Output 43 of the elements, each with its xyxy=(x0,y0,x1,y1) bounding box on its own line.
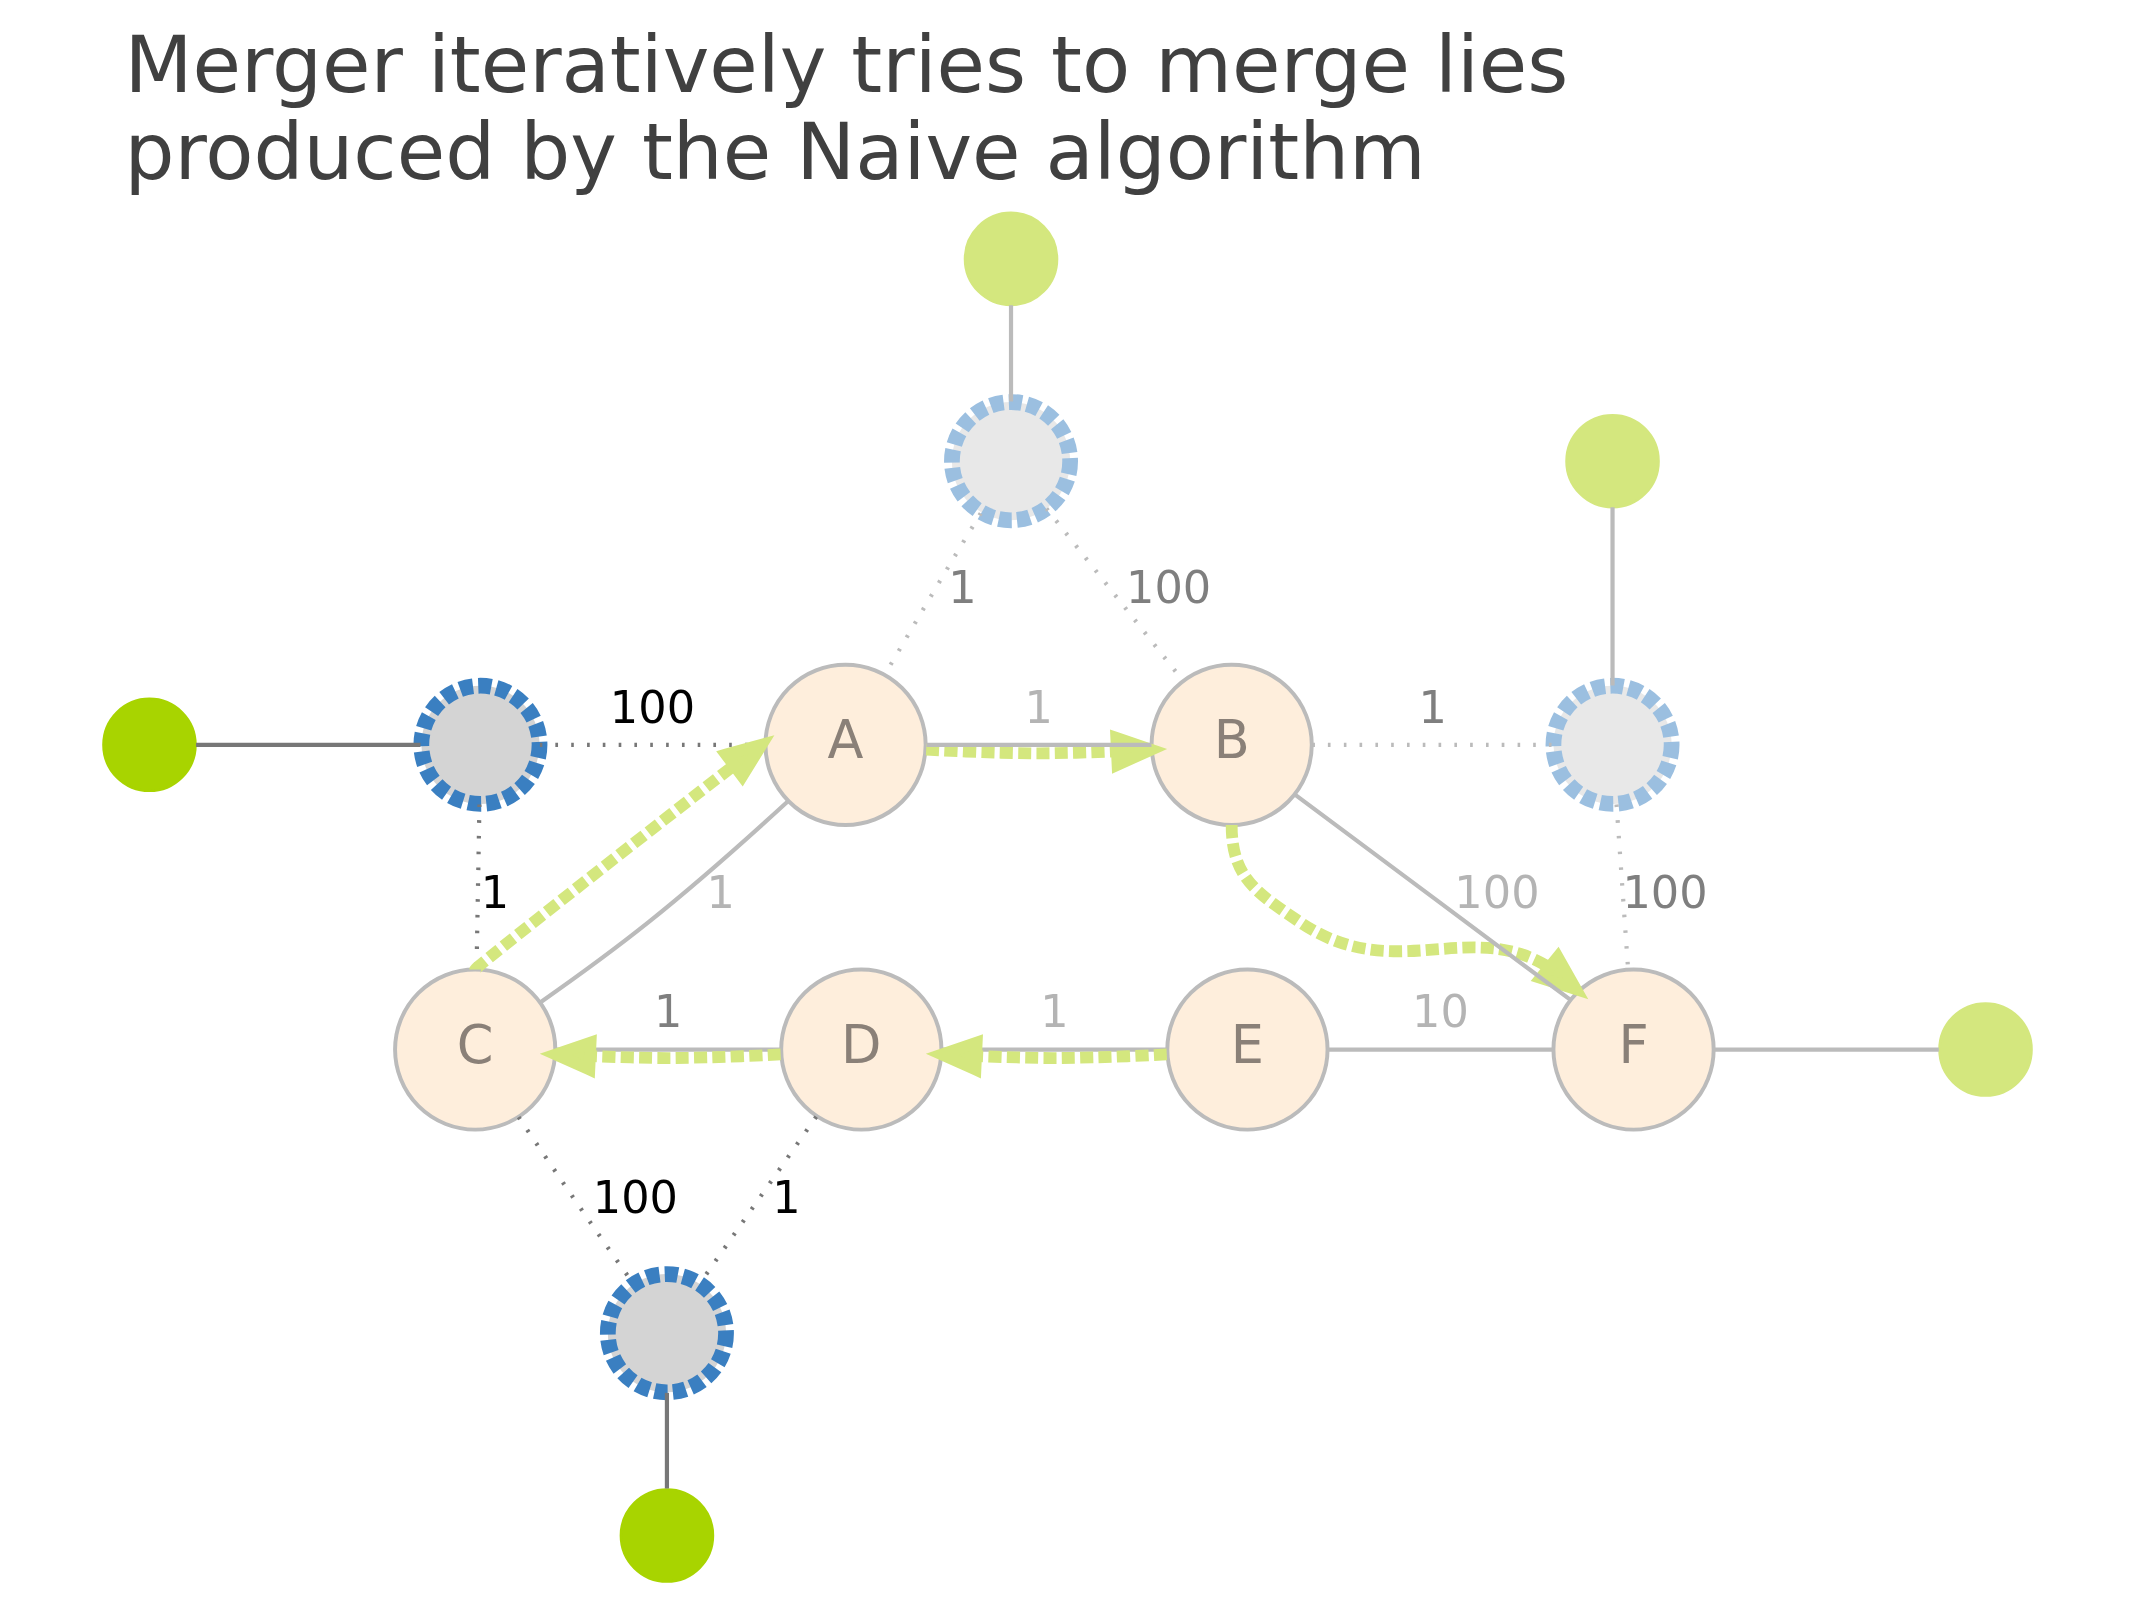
edge-label: 100 xyxy=(1621,866,1708,919)
connector xyxy=(1713,1047,1939,1052)
edge-label: 1 xyxy=(480,866,509,919)
node-circle xyxy=(943,394,1078,529)
connector xyxy=(1008,305,1013,402)
edge-label: 100 xyxy=(592,1171,678,1224)
edge-label: 1 xyxy=(947,562,977,615)
edge-label: 100 xyxy=(1125,562,1211,615)
connector xyxy=(926,742,1151,747)
connector xyxy=(195,742,420,747)
node-circle xyxy=(619,1488,714,1583)
arrow xyxy=(470,735,774,974)
connector xyxy=(1293,793,1571,1002)
connector xyxy=(1609,507,1615,686)
edge-label: 1 xyxy=(706,866,735,919)
node-circle: B xyxy=(1149,662,1314,827)
connector xyxy=(538,799,790,1004)
edge-label: 100 xyxy=(609,681,695,734)
node-circle xyxy=(599,1266,734,1401)
node-circle xyxy=(963,211,1058,307)
edge-label: 1 xyxy=(653,986,682,1039)
edge-label: 10 xyxy=(1411,986,1469,1039)
node-circle: F xyxy=(1550,967,1716,1132)
diagram-title: Merger iteratively tries to merge lies produced by the Naive algorithm xyxy=(124,19,1568,198)
node-circle: D xyxy=(778,967,943,1132)
node-circle xyxy=(101,697,197,793)
node-circle: C xyxy=(392,967,557,1132)
arrow xyxy=(925,729,1167,774)
edge-label: 1 xyxy=(771,1171,801,1224)
connector xyxy=(1327,1047,1553,1052)
connector xyxy=(1311,742,1553,747)
node-circle xyxy=(1564,413,1660,509)
node-circle xyxy=(1545,677,1680,812)
node-circle xyxy=(1937,1002,2033,1097)
node-circle xyxy=(412,677,547,812)
edge-label: 1 xyxy=(1039,986,1069,1039)
edge-label: 1 xyxy=(1417,681,1447,734)
node-circle: A xyxy=(762,662,928,827)
node-circle: E xyxy=(1164,967,1329,1132)
edge-label: 1 xyxy=(1023,681,1053,734)
arrow xyxy=(1225,824,1588,1000)
edge-label: 100 xyxy=(1453,866,1540,919)
connector xyxy=(664,1392,669,1489)
